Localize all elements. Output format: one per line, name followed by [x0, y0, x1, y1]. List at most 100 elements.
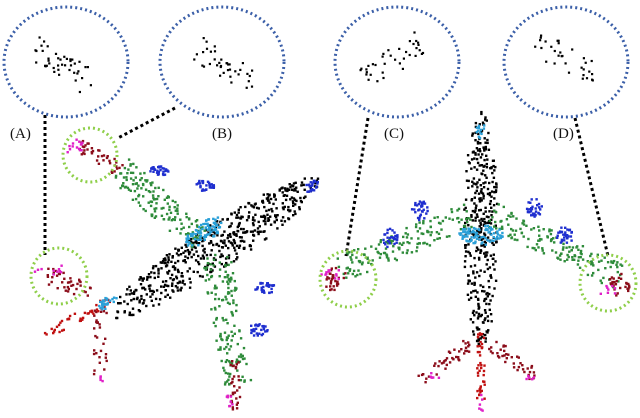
fuselage-point	[130, 292, 133, 295]
fuselage-point	[252, 239, 255, 242]
zoom-point	[580, 66, 583, 69]
zoom-point	[202, 51, 205, 54]
wing-point	[151, 194, 155, 197]
wing-point	[206, 262, 210, 265]
zoom-point	[202, 37, 205, 40]
tailplane-point	[448, 351, 452, 354]
tip-point	[101, 379, 104, 383]
wing-point	[226, 273, 229, 277]
fuselage-point	[268, 201, 271, 204]
engine-point	[164, 168, 168, 171]
tail-point	[476, 389, 479, 393]
zoom-points-a	[34, 36, 92, 94]
wing-tip-point	[231, 380, 234, 384]
wing-point	[167, 218, 170, 221]
wing-point	[152, 196, 155, 200]
fuselage-point	[473, 202, 476, 205]
tailplane-point	[47, 267, 50, 270]
wing-point	[127, 188, 131, 191]
tail-point	[68, 314, 72, 318]
engine-point	[206, 222, 209, 225]
zoom-point	[250, 85, 254, 88]
wing-point	[573, 258, 576, 261]
zoom-circle-d	[502, 5, 630, 119]
wing-point	[600, 259, 603, 262]
fuselage-point	[244, 205, 247, 209]
tip-point	[71, 142, 75, 145]
wing-point	[522, 223, 526, 226]
wing-point	[237, 355, 241, 358]
wing-point	[502, 205, 505, 209]
fuselage-point	[476, 248, 480, 251]
wing-point	[406, 249, 409, 252]
tailplane-point	[464, 349, 467, 352]
fuselage-point	[475, 183, 478, 186]
wing-point	[351, 253, 354, 257]
wing-point	[514, 229, 518, 232]
engine-point	[207, 218, 210, 221]
fuselage-point	[220, 253, 223, 256]
tailplane-point	[530, 366, 533, 369]
engine-point	[557, 231, 560, 234]
wing-point	[147, 201, 150, 204]
engine-point	[191, 244, 194, 247]
fuselage-point	[487, 221, 491, 224]
fuselage-point	[480, 191, 483, 194]
zoom-point	[394, 58, 397, 61]
fuselage-point	[486, 141, 489, 145]
wing-point	[348, 268, 352, 271]
engine-point	[202, 222, 205, 226]
fuselage-point	[170, 273, 174, 277]
fuselage-point	[138, 299, 141, 302]
wing-point	[150, 183, 153, 187]
zoom-point	[59, 58, 62, 61]
zoom-point	[553, 62, 556, 65]
engine-point	[104, 307, 107, 310]
fuselage-point	[284, 198, 288, 202]
wing-tip-point	[610, 282, 614, 286]
wing-point	[122, 176, 126, 179]
fuselage-point	[219, 255, 222, 259]
zoom-point	[202, 65, 206, 68]
fuselage-point	[224, 257, 228, 260]
fuselage-point	[269, 223, 273, 226]
engine-point	[396, 236, 399, 239]
fuselage-point	[474, 209, 477, 212]
engine-point	[212, 235, 215, 238]
fuselage-point	[467, 250, 470, 254]
engine-point	[198, 236, 202, 239]
fuselage-point	[176, 259, 180, 263]
fuselage-point	[468, 252, 471, 255]
engine-point	[464, 234, 468, 238]
highlight-circles	[29, 126, 638, 313]
fuselage-point	[490, 320, 493, 323]
wing-point	[249, 378, 253, 382]
engine-point	[254, 323, 258, 326]
engine-point	[203, 189, 206, 192]
engine-point	[207, 181, 211, 185]
wing-point	[185, 212, 188, 215]
fuselage-point	[479, 314, 482, 318]
wing-point	[596, 253, 599, 256]
engine-point	[263, 291, 266, 294]
wing-point	[590, 263, 593, 266]
engine-point	[482, 127, 486, 130]
fuselage-point	[159, 261, 162, 264]
engine-point	[211, 184, 214, 188]
fuselage-point	[483, 252, 486, 255]
fuselage-point	[263, 238, 267, 241]
fuselage-point	[280, 219, 283, 222]
tail-point	[97, 310, 100, 313]
tailplane-point	[440, 362, 444, 365]
fuselage-point	[283, 187, 287, 190]
engine-point	[394, 234, 397, 238]
fuselage-point	[157, 275, 160, 278]
fuselage-point	[145, 278, 149, 281]
engine-point	[309, 188, 313, 191]
tailplane-point	[521, 364, 524, 367]
fuselage-point	[180, 275, 183, 278]
fuselage-point	[251, 205, 254, 208]
wing-point	[212, 258, 216, 261]
zoom-point	[69, 59, 72, 63]
tip-point	[52, 269, 55, 272]
